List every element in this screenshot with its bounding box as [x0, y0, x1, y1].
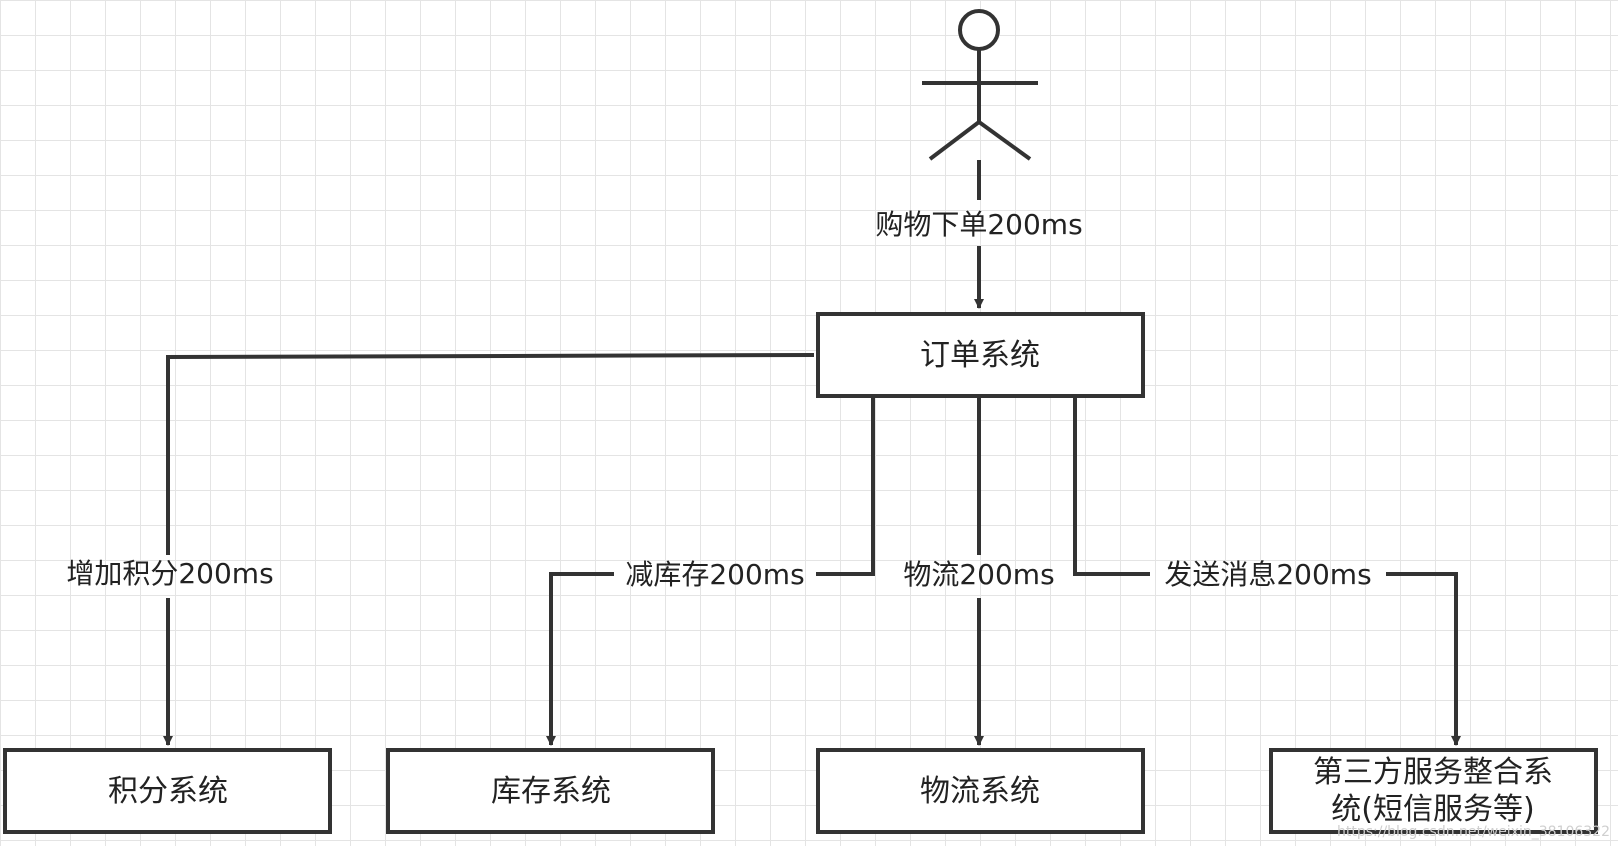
edge-message: 发送消息200ms: [1073, 398, 1461, 746]
edge-order: 购物下单200ms: [875, 160, 1083, 309]
third-party-system-box: 第三方服务整合系 统(短信服务等): [1269, 748, 1598, 834]
edge-label-message: 发送消息200ms: [1164, 558, 1371, 591]
order-system-box: 订单系统: [816, 312, 1145, 398]
user-actor-icon: [922, 9, 1038, 161]
edge-label-points: 增加积分200ms: [66, 557, 273, 590]
points-system-label: 积分系统: [108, 774, 228, 809]
edge-label-order: 购物下单200ms: [875, 208, 1082, 241]
third-party-system-label-line2: 统(短信服务等): [1331, 792, 1534, 827]
points-system-box: 积分系统: [3, 748, 332, 834]
watermark: https://blog.csdn.net/weixin_38106322: [1337, 824, 1610, 840]
logistics-system-label: 物流系统: [920, 774, 1040, 809]
edge-label-logistics: 物流200ms: [903, 558, 1054, 591]
edge-inventory: 减库存200ms: [546, 398, 875, 746]
inventory-system-label: 库存系统: [491, 774, 611, 809]
edge-points: 增加积分200ms: [66, 353, 815, 746]
third-party-system-label-line1: 第三方服务整合系: [1313, 755, 1553, 790]
logistics-system-box: 物流系统: [816, 748, 1145, 834]
inventory-system-box: 库存系统: [386, 748, 715, 834]
order-system-label: 订单系统: [920, 338, 1040, 373]
edge-label-inventory: 减库存200ms: [625, 558, 804, 591]
edge-logistics: 物流200ms: [903, 398, 1055, 746]
